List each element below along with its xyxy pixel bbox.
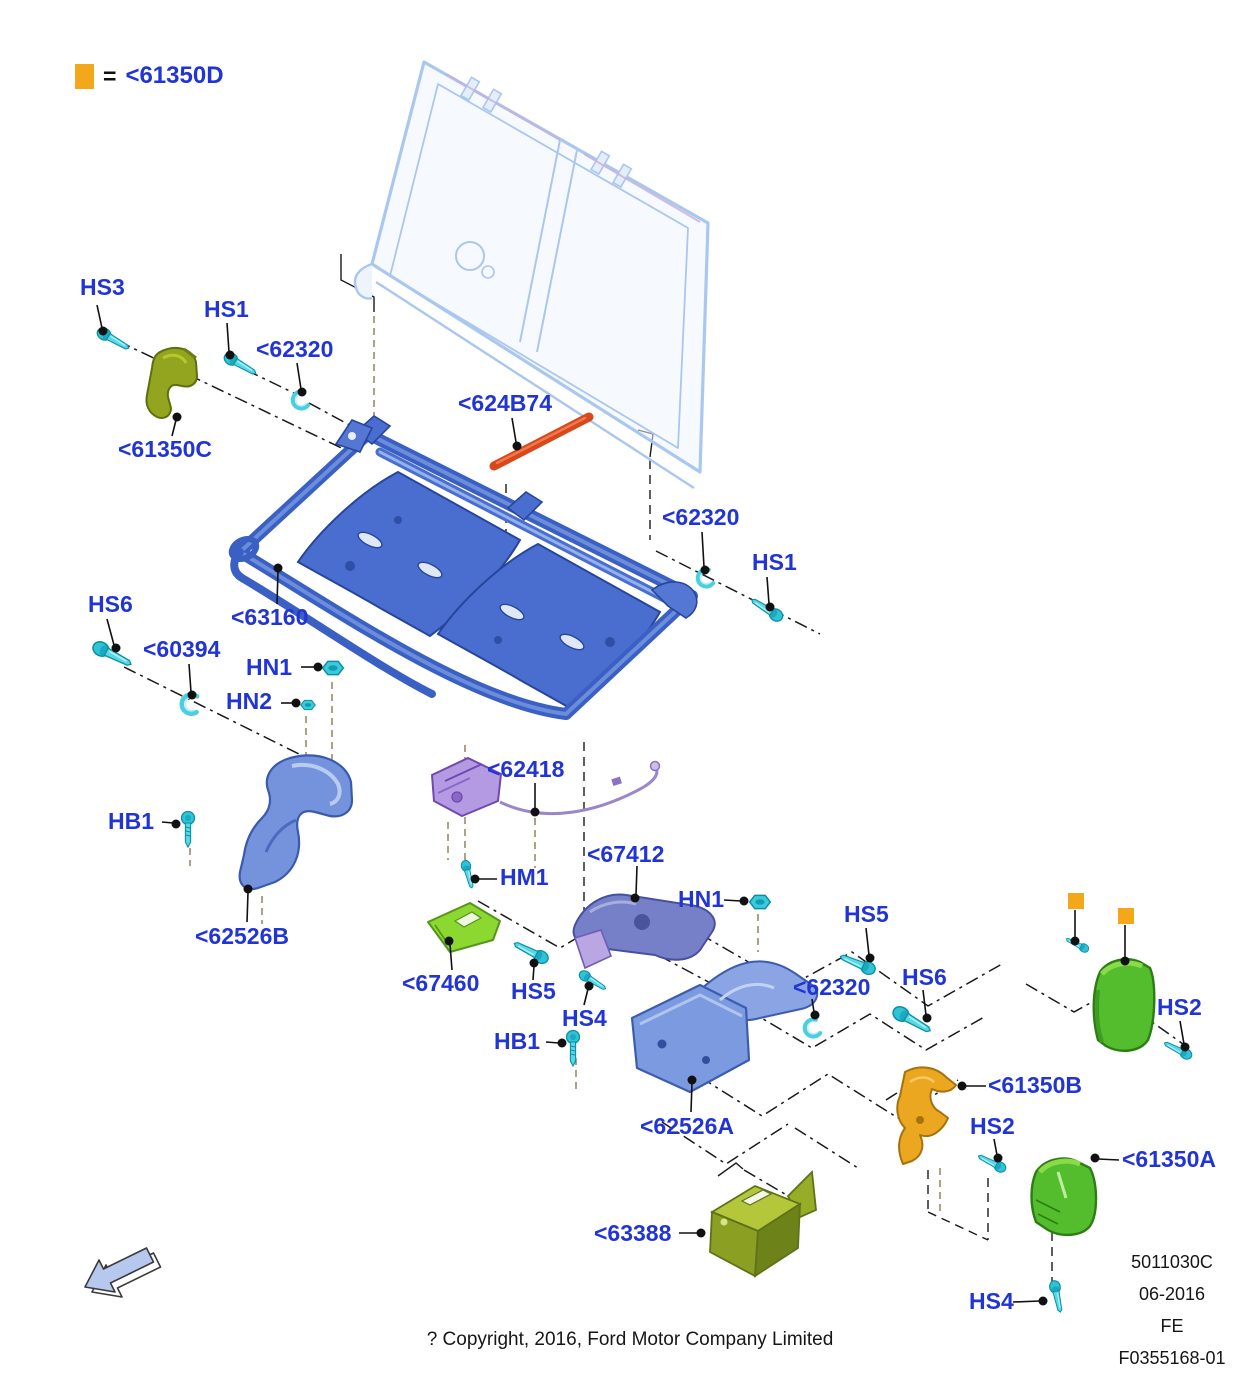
callout-hn2[interactable]: HN2 — [226, 688, 273, 714]
fastener-hs6-left-screw — [89, 638, 135, 672]
fastener-hm1-screw — [459, 858, 477, 890]
callout-62320-low[interactable]: <62320 — [793, 974, 871, 1000]
callout-62526b[interactable]: <62526B — [195, 923, 289, 949]
part-61350c-bracket — [145, 346, 199, 419]
callout-63388[interactable]: <63388 — [594, 1220, 672, 1246]
fastener-62320-low-clip — [801, 1016, 823, 1041]
callout-624b74[interactable]: <624B74 — [458, 390, 552, 416]
legend-color-swatch — [75, 63, 94, 89]
callout-hs6-right[interactable]: HS6 — [902, 964, 947, 990]
seat-back-frame-ghost — [353, 60, 710, 490]
market-code: FE — [1160, 1316, 1184, 1336]
callout-67412[interactable]: <67412 — [587, 841, 665, 867]
callout-hs4-mid[interactable]: HS4 — [562, 1005, 607, 1031]
leader-dots — [98, 326, 1190, 1306]
part-624b74-rod — [489, 412, 594, 471]
part-63388-box — [709, 1170, 817, 1278]
part-62526b-bracket — [238, 754, 354, 891]
callout-hs5-right[interactable]: HS5 — [844, 901, 889, 927]
part-67460-tray — [427, 902, 501, 953]
part-62418-latch-cable — [431, 757, 661, 817]
callout-61350c[interactable]: <61350C — [118, 436, 212, 462]
callout-62418[interactable]: <62418 — [487, 756, 565, 782]
fastener-hn1-left-nut — [321, 660, 345, 676]
fastener-hn2-nut — [300, 699, 316, 711]
construction-dash-verticals — [505, 460, 1053, 1284]
callout-hn1-left[interactable]: HN1 — [246, 654, 293, 680]
part-67412-bracket — [572, 893, 716, 970]
legend: = <61350D — [75, 62, 224, 90]
callout-hs1-right[interactable]: HS1 — [752, 549, 797, 575]
part-61350d-cover — [1092, 958, 1156, 1052]
callout-61350a[interactable]: <61350A — [1122, 1146, 1216, 1172]
fasteners — [89, 324, 1195, 1314]
fastener-hs2-top-screw — [1161, 1038, 1195, 1062]
legend-square-markers — [1068, 893, 1134, 924]
callout-hs1-left[interactable]: HS1 — [204, 296, 249, 322]
fastener-hn1-right-nut — [748, 894, 772, 910]
part-62526a-bracket — [630, 960, 819, 1094]
construction-lines — [117, 340, 1184, 1198]
part-61350b-bracket — [896, 1066, 957, 1165]
document-info: 5011030C 06-2016 FE F0355168-01 — [1092, 1246, 1252, 1374]
catalog-code: 5011030C — [1131, 1252, 1213, 1272]
callout-67460[interactable]: <67460 — [402, 970, 480, 996]
publication-date: 06-2016 — [1138, 1284, 1206, 1304]
construction-olive-dashes — [189, 316, 941, 1215]
fastener-hs4-bottom-screw — [1047, 1279, 1067, 1314]
fastener-hb1-mid-bolt — [565, 1029, 581, 1067]
callout-hs6-left[interactable]: HS6 — [88, 591, 133, 617]
callout-hs3[interactable]: HS3 — [80, 274, 125, 300]
legend-part-label[interactable]: <61350D — [125, 62, 224, 89]
callout-hb1-left[interactable]: HB1 — [108, 808, 155, 834]
callout-60394[interactable]: <60394 — [143, 636, 221, 662]
callout-62320-right[interactable]: <62320 — [662, 504, 740, 530]
figure-number: F0355168-01 — [1118, 1348, 1226, 1368]
callout-hs5-left[interactable]: HS5 — [511, 978, 556, 1004]
callout-hm1[interactable]: HM1 — [500, 864, 549, 890]
front-direction-arrow-icon — [84, 1247, 162, 1298]
fastener-hs2-mid-screw — [975, 1151, 1009, 1175]
fastener-hs4-mid-screw — [576, 968, 609, 994]
fastener-hb1-left-bolt — [180, 810, 196, 848]
callout-hs4-bottom[interactable]: HS4 — [969, 1288, 1014, 1314]
copyright-text: ? Copyright, 2016, Ford Motor Company Li… — [426, 1329, 834, 1350]
seat-cushion-frame-63160 — [228, 415, 698, 720]
part-61350a-cover — [1030, 1157, 1098, 1237]
callout-hn1-right[interactable]: HN1 — [678, 886, 725, 912]
legend-equals: = — [103, 62, 117, 89]
callout-61350b[interactable]: <61350B — [988, 1072, 1082, 1098]
callout-63160[interactable]: <63160 — [231, 604, 309, 630]
callout-62526a[interactable]: <62526A — [640, 1113, 734, 1139]
callout-hs2-top[interactable]: HS2 — [1157, 994, 1202, 1020]
callout-hs2-mid[interactable]: HS2 — [970, 1113, 1015, 1139]
leader-lines — [96, 304, 1185, 1303]
callout-hb1-mid[interactable]: HB1 — [494, 1028, 541, 1054]
callout-62320-top[interactable]: <62320 — [256, 336, 334, 362]
